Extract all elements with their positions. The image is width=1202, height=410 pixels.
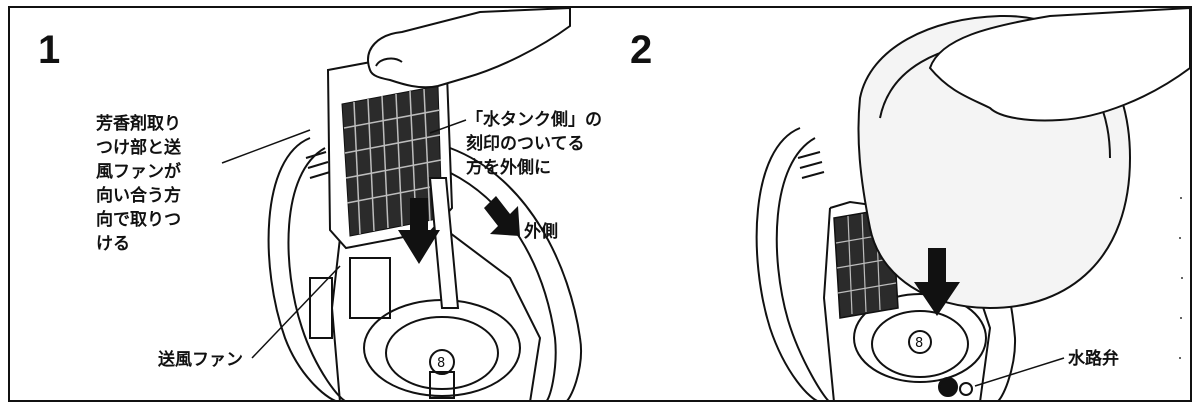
filter-icon	[326, 46, 460, 309]
unit-body: 8	[267, 137, 582, 402]
callout-line: ける	[96, 234, 130, 254]
leader-lines	[221, 119, 467, 359]
panel2-illustration: 8	[755, 8, 1190, 402]
callout-line: 向い合う方	[96, 186, 181, 206]
svg-text:8: 8	[915, 336, 923, 351]
callout-line: 刻印のついてる	[466, 134, 585, 154]
instruction-frame: 1 芳香剤取り つけ部と送 風ファンが 向い合う方 向で取りつ ける 「水タンク…	[8, 6, 1192, 402]
callout-line: 芳香剤取り	[96, 114, 181, 134]
panel1-illustration: 8	[221, 8, 582, 402]
step-number-2: 2	[630, 28, 653, 72]
callout-line: 向で取りつ	[96, 210, 182, 230]
callout-tank-side: 「水タンク側」の 刻印のついてる 方を外側に	[466, 108, 602, 180]
scan-speckles	[1179, 197, 1183, 359]
down-arrow-icon	[914, 248, 960, 316]
hand-icon	[367, 8, 571, 89]
callout-fan: 送風ファン	[158, 350, 243, 370]
svg-text:8: 8	[437, 356, 445, 371]
callout-line: 風ファンが	[96, 162, 181, 182]
callout-line: つけ部と送	[96, 138, 181, 158]
callout-line: 方を外側に	[466, 158, 551, 178]
down-arrow-icon	[398, 198, 440, 264]
step-number-1: 1	[38, 28, 61, 72]
callout-outside: 外側	[524, 222, 558, 242]
water-valve	[938, 377, 973, 397]
leader-line	[974, 357, 1065, 387]
outward-arrow-icon	[484, 196, 520, 236]
hand-icon	[928, 8, 1190, 122]
callout-line: 「水タンク側」の	[466, 110, 602, 130]
callout-valve: 水路弁	[1068, 349, 1119, 369]
callout-attach-direction: 芳香剤取り つけ部と送 風ファンが 向い合う方 向で取りつ ける	[96, 112, 181, 256]
